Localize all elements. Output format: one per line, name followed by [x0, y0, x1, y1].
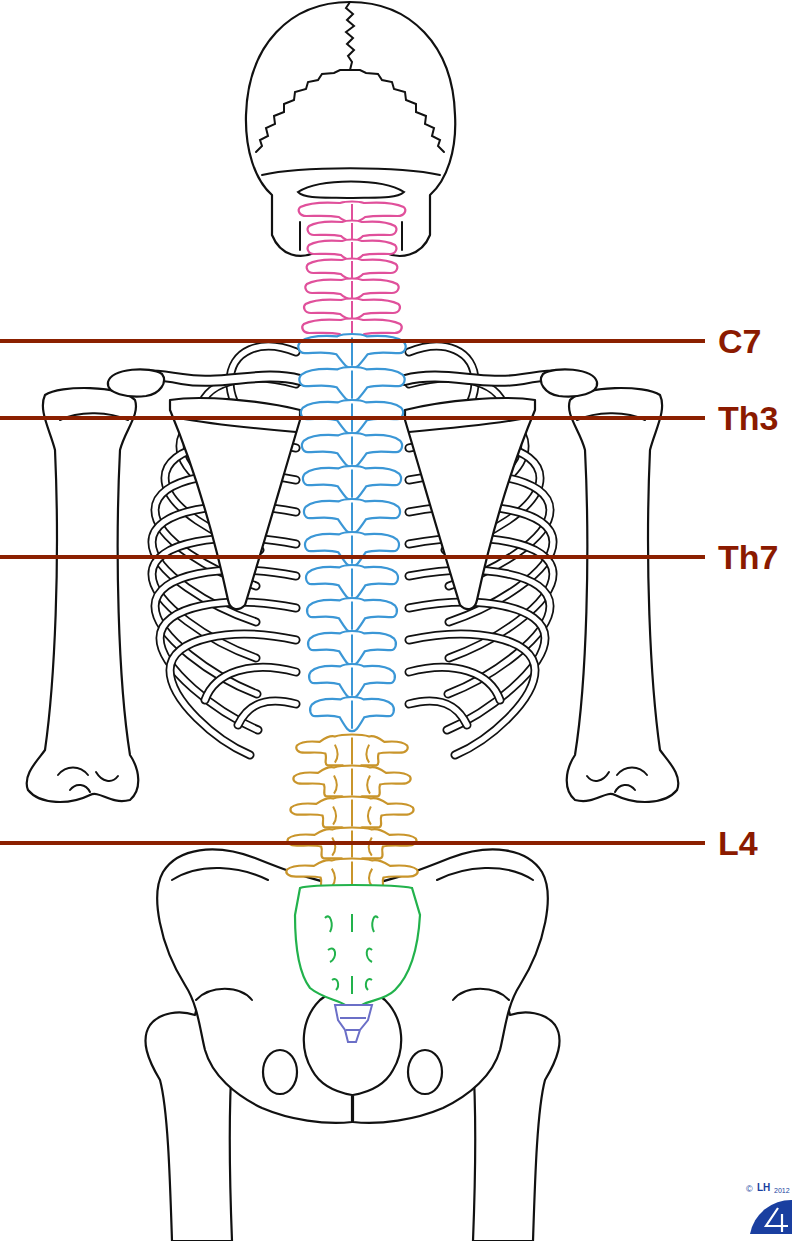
level-lines	[0, 341, 705, 843]
level-label: L4	[718, 823, 758, 863]
level-label: C7	[718, 321, 761, 361]
cervical-vertebrae	[299, 202, 406, 340]
humerus	[27, 388, 139, 802]
logo-initials: LH	[757, 1182, 770, 1194]
coccyx	[335, 1005, 372, 1042]
acromion	[108, 369, 164, 396]
lumbar-vertebrae	[286, 734, 417, 891]
sacrum	[295, 885, 420, 1005]
logo-year: 2012	[774, 1186, 790, 1195]
scapula	[170, 398, 300, 609]
level-label: Th3	[718, 398, 778, 438]
copyright-mark: ©	[746, 1184, 753, 1195]
skull	[246, 2, 455, 256]
thoracic-vertebrae	[298, 334, 405, 731]
logo-mark	[750, 1200, 792, 1234]
level-label: Th7	[718, 537, 778, 577]
